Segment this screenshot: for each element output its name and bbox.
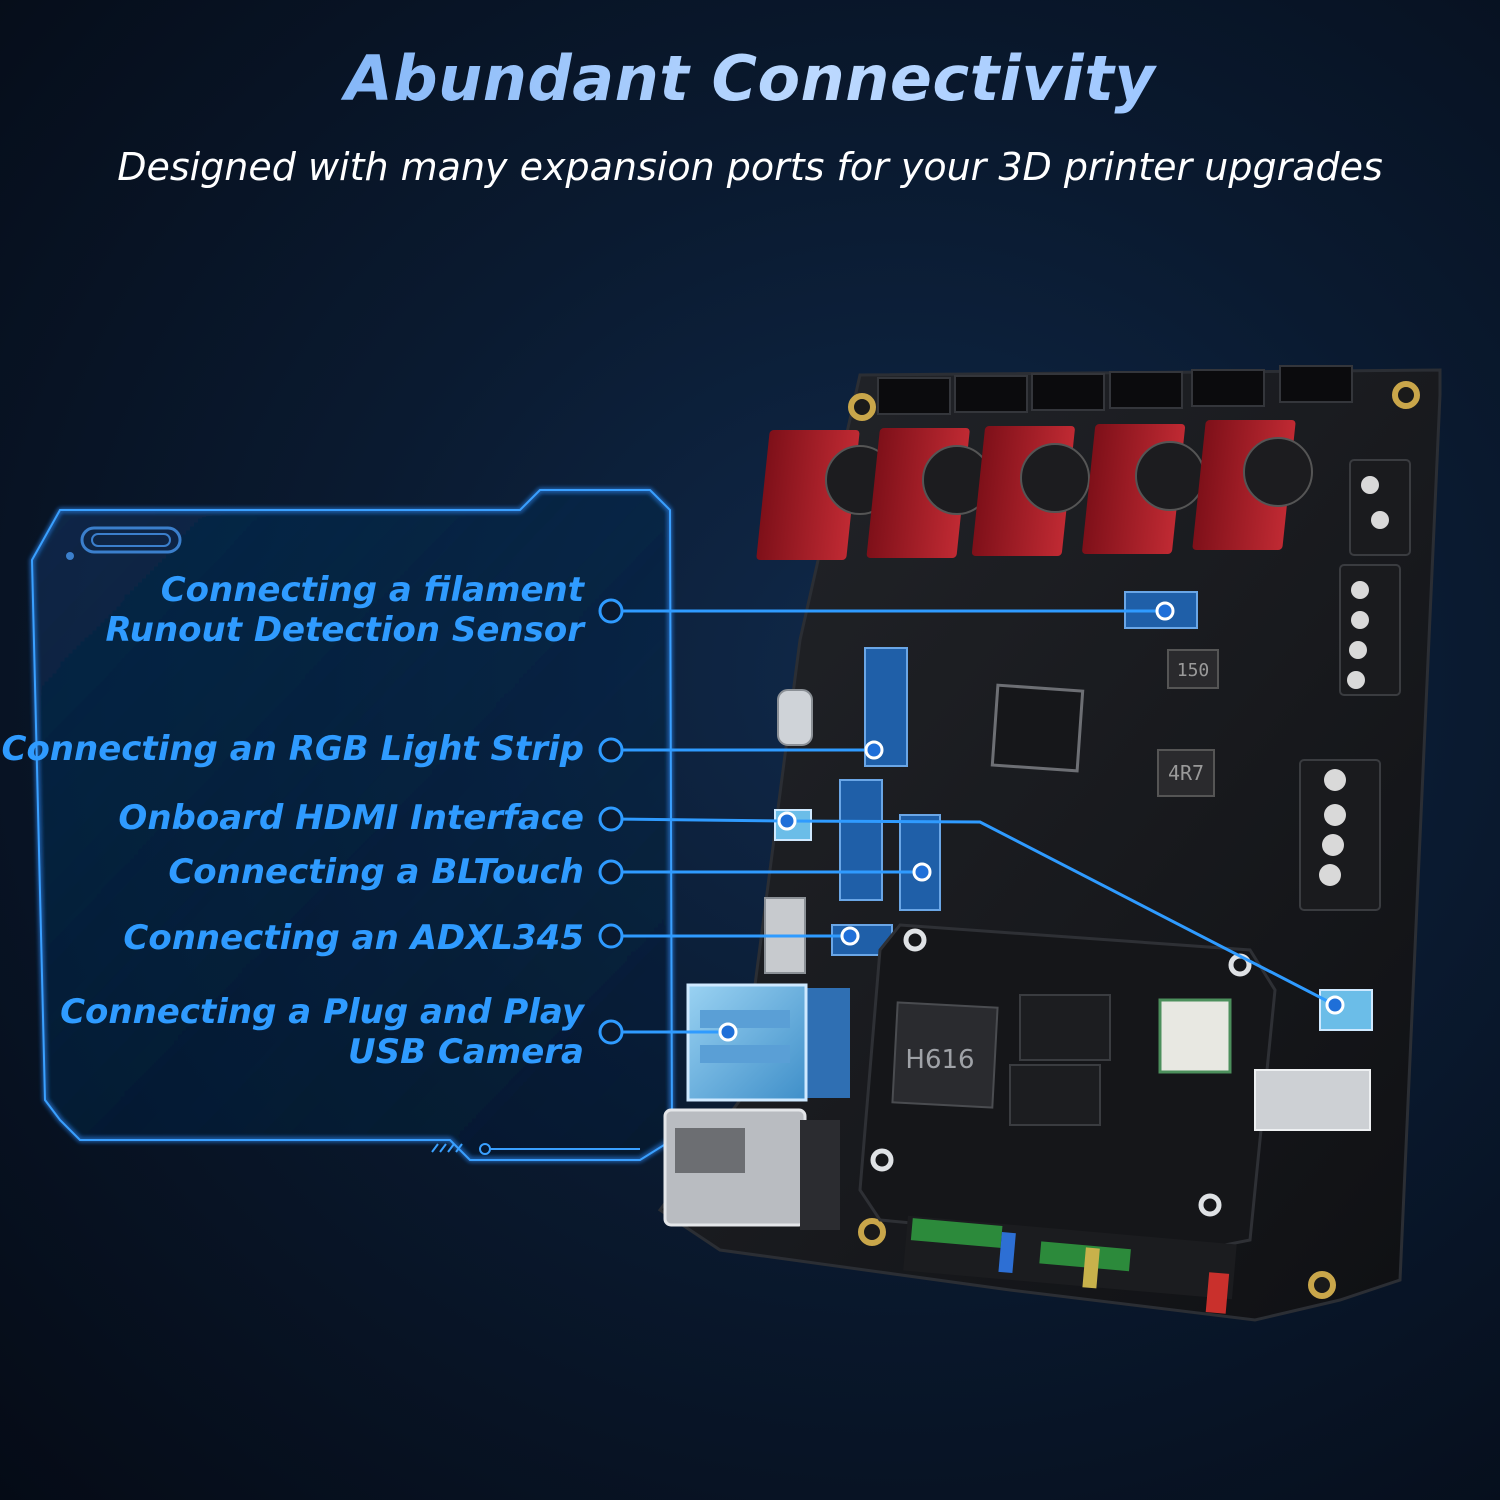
wifi-module: [1158, 998, 1232, 1074]
memory-chip-2: [1009, 1064, 1101, 1126]
memory-chip-1: [1019, 994, 1111, 1061]
page-title: Abundant Connectivity: [0, 42, 1500, 115]
top-motor-connectors: [877, 365, 1353, 415]
callout-hdmi: Onboard HDMI Interface: [118, 798, 584, 838]
ethernet-port: [663, 1108, 840, 1230]
stepper-drivers: [756, 420, 1313, 560]
callout-filament-sensor: Connecting a filament Runout Detection S…: [105, 570, 584, 650]
callout-dot-filament: [598, 598, 624, 624]
callout-bltouch: Connecting a BLTouch: [168, 852, 584, 892]
gpio-40pin-header: [903, 1215, 1237, 1314]
callout-bltouch-line1: Connecting a BLTouch: [168, 852, 584, 892]
callout-dot-camera: [598, 1019, 624, 1045]
usb-host-port: [1254, 1069, 1371, 1131]
driver-capacitor-5: [1243, 437, 1313, 507]
inductor-4r7: [1157, 749, 1215, 797]
inductor-150: [1167, 649, 1219, 689]
target-dot-hdmi: [777, 811, 797, 831]
target-dot-bltouch: [912, 862, 932, 882]
callout-hdmi-line1: Onboard HDMI Interface: [118, 798, 584, 838]
callout-filament-line2: Runout Detection Sensor: [105, 610, 584, 650]
callout-usb-camera: Connecting a Plug and Play USB Camera: [60, 992, 584, 1072]
callout-adxl345: Connecting an ADXL345: [123, 918, 584, 958]
mcu-chip: [990, 683, 1085, 773]
inductor-4r7-label: 4R7: [1168, 761, 1204, 785]
callout-dot-adxl: [598, 923, 624, 949]
panel-pill-decoration: [80, 526, 182, 554]
target-dot-hdmi2: [1325, 995, 1345, 1015]
target-dot-filament: [1155, 601, 1175, 621]
driver-capacitor-3: [1020, 443, 1090, 513]
h616-soc: [891, 1001, 999, 1109]
callout-camera-line1: Connecting a Plug and Play: [60, 992, 584, 1032]
callout-camera-line2: USB Camera: [348, 1032, 584, 1072]
target-dot-adxl: [840, 926, 860, 946]
callout-rgb-strip: Connecting an RGB Light Strip: [2, 729, 585, 769]
soc-label: H616: [905, 1045, 974, 1075]
callout-dot-rgb: [598, 737, 624, 763]
callout-rgb-line1: Connecting an RGB Light Strip: [1, 729, 585, 769]
mounting-holes: [848, 381, 1420, 1299]
target-dot-rgb: [864, 740, 884, 760]
callout-adxl-line1: Connecting an ADXL345: [123, 918, 584, 958]
callout-filament-line1: Connecting a filament: [160, 570, 584, 610]
target-dot-camera: [718, 1022, 738, 1042]
callout-dot-bltouch: [598, 859, 624, 885]
page-subtitle: Designed with many expansion ports for y…: [117, 145, 1383, 189]
usb-camera-port: [686, 983, 850, 1102]
inductor-150-label: 150: [1177, 660, 1210, 681]
callout-dot-hdmi: [598, 806, 624, 832]
usb-c-port: [777, 689, 813, 746]
